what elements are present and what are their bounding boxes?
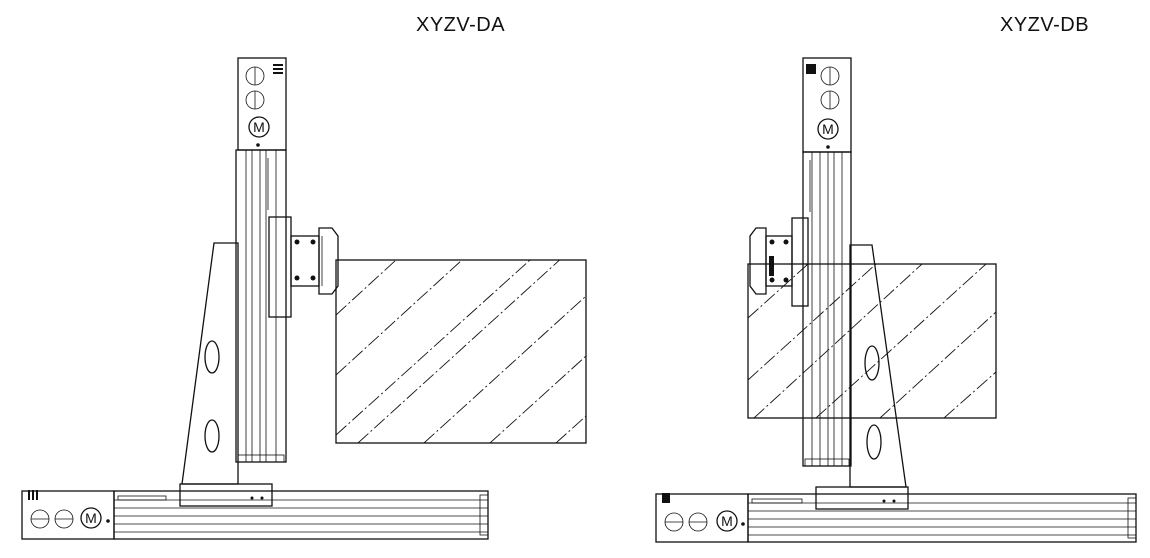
motor-label: M	[721, 513, 733, 529]
base-carriage	[815, 486, 909, 510]
rotary-mount	[290, 227, 339, 295]
z-carriage-plate	[791, 217, 809, 307]
assembly-xyzv-da: M	[21, 57, 587, 540]
motor-icon	[248, 116, 270, 138]
motor-icon	[716, 510, 738, 532]
base-motor-housing: M	[21, 490, 115, 540]
workpiece-block	[335, 259, 587, 444]
motor-icon	[80, 507, 102, 529]
z-motor-housing: M	[802, 57, 852, 153]
motor-icon	[817, 118, 839, 140]
motor-label: M	[822, 121, 834, 137]
motor-label: M	[85, 510, 97, 526]
base-carriage	[179, 483, 273, 507]
diagram-title-xyzv-db: XYZV-DB	[1000, 14, 1090, 36]
base-x-rail	[747, 493, 1137, 543]
base-x-rail	[113, 490, 489, 540]
base-motor-housing: M	[655, 493, 749, 543]
rotary-mount	[749, 227, 793, 295]
diagram-title-xyzv-da: XYZV-DA	[416, 14, 506, 36]
z-column	[802, 151, 852, 467]
assembly-xyzv-db: M	[655, 57, 1137, 543]
workpiece-block	[747, 263, 997, 419]
motor-label: M	[253, 119, 265, 135]
z-motor-housing: M	[237, 57, 287, 151]
z-carriage-plate	[268, 216, 292, 318]
support-bracket	[849, 244, 907, 488]
z-column	[235, 149, 287, 463]
support-bracket	[181, 242, 239, 485]
